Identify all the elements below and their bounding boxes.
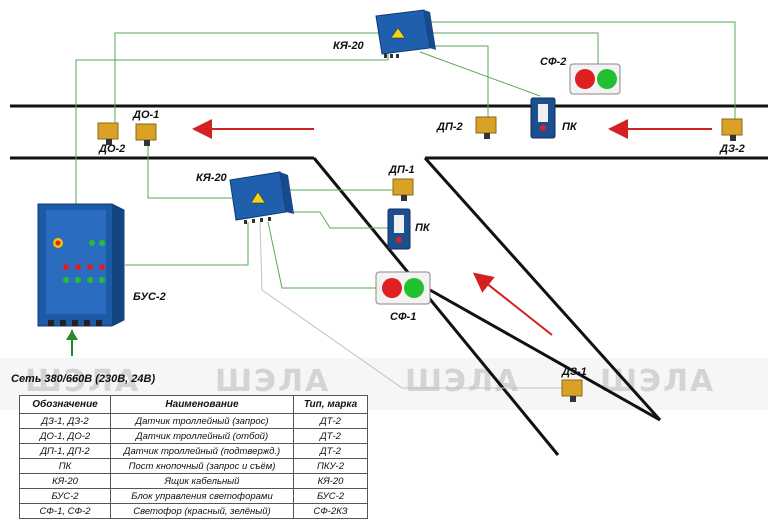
label-bus2: БУС-2 xyxy=(133,291,166,303)
legend-cell: ДЗ-1, ДЗ-2 xyxy=(19,413,111,429)
road-line-diagonal-right xyxy=(423,156,662,422)
traffic-arrow-diagonal xyxy=(472,272,553,336)
traffic-light-sf1-icon xyxy=(375,271,431,305)
control-unit-bus2-icon xyxy=(37,203,125,327)
wire-bus-kya20top xyxy=(75,52,389,205)
legend-cell: СФ-1, СФ-2 xyxy=(19,503,111,519)
legend-cell: Светофор (красный, зелёный) xyxy=(110,503,294,519)
legend-row: ДЗ-1, ДЗ-2 Датчик троллейный (запрос) ДТ… xyxy=(19,413,368,429)
legend-row: БУС-2 Блок управления светофорами БУС-2 xyxy=(19,488,368,504)
road-line-lower xyxy=(429,288,661,422)
label-do1: ДО-1 xyxy=(133,109,160,121)
legend-cell: Датчик троллейный (подтвержд.) xyxy=(110,443,294,459)
label-dz1: ДЗ-1 xyxy=(562,366,587,378)
legend-row: ДП-1, ДП-2 Датчик троллейный (подтвержд.… xyxy=(19,443,368,459)
button-post-pk-mid-icon xyxy=(387,208,411,250)
legend-cell: БУС-2 xyxy=(19,488,111,504)
legend-cell: ДТ-2 xyxy=(293,413,368,429)
wire-kya20mid-dz1 xyxy=(259,221,570,389)
label-do2: ДО-2 xyxy=(99,143,126,155)
wire-kya20mid-pk xyxy=(288,211,388,229)
sensor-dp1-icon xyxy=(392,178,414,201)
legend-row: ПК Пост кнопочный (запрос и съём) ПКУ-2 xyxy=(19,458,368,474)
legend-cell: КЯ-20 xyxy=(293,473,368,489)
wire-kya20top-pk xyxy=(419,51,541,97)
legend-table: Обозначение Наименование Тип, марка ДЗ-1… xyxy=(19,395,368,519)
legend-cell: ДО-1, ДО-2 xyxy=(19,428,111,444)
legend-cell: Ящик кабельный xyxy=(110,473,294,489)
label-pk-mid: ПК xyxy=(415,222,430,234)
legend-row: СФ-1, СФ-2 Светофор (красный, зелёный) С… xyxy=(19,503,368,519)
legend-header-name: Наименование xyxy=(110,395,294,414)
wire-kya20top-dz2 xyxy=(428,21,736,122)
legend-cell: Блок управления светофорами xyxy=(110,488,294,504)
traffic-light-sf2-icon xyxy=(569,63,621,95)
legend-cell: ПК xyxy=(19,458,111,474)
legend-cell: КЯ-20 xyxy=(19,473,111,489)
cable-box-kya20-top-icon xyxy=(375,9,436,58)
watermark-4: ШЭЛА xyxy=(600,364,716,399)
legend-header-designation: Обозначение xyxy=(19,395,111,414)
road-line-diagonal-left xyxy=(312,157,560,456)
legend-cell: ДТ-2 xyxy=(293,428,368,444)
wire-kya20top-dp2 xyxy=(428,45,489,118)
network-arrow-icon xyxy=(66,330,78,340)
label-network: Сеть 380/660В (230В, 24В) xyxy=(11,373,156,385)
sensor-dz2-icon xyxy=(721,118,743,141)
watermark-2: ШЭЛА xyxy=(215,364,331,399)
wire-kya20top-sf2 xyxy=(430,32,599,68)
label-kya20-mid: КЯ-20 xyxy=(196,172,227,184)
label-dp1: ДП-1 xyxy=(389,164,415,176)
wire-do1-kya20mid xyxy=(147,140,232,199)
wire-bus-kya20mid xyxy=(125,222,249,266)
label-dz2: ДЗ-2 xyxy=(720,143,745,155)
watermark-1: ШЭЛА xyxy=(25,364,141,399)
sensor-dz1-icon xyxy=(561,379,583,402)
legend-cell: Пост кнопочный (запрос и съём) xyxy=(110,458,294,474)
legend-cell: ДТ-2 xyxy=(293,443,368,459)
legend-cell: ДП-1, ДП-2 xyxy=(19,443,111,459)
label-sf1: СФ-1 xyxy=(390,311,417,323)
cable-box-kya20-mid-icon xyxy=(229,171,294,224)
legend-cell: Датчик троллейный (отбой) xyxy=(110,428,294,444)
wire-kya20mid-sf1 xyxy=(267,221,378,289)
sensor-do2-icon xyxy=(97,122,119,145)
sensor-do1-icon xyxy=(135,123,157,146)
label-kya20-top: КЯ-20 xyxy=(333,40,364,52)
legend-header-row: Обозначение Наименование Тип, марка xyxy=(19,395,368,414)
label-dp2: ДП-2 xyxy=(437,121,463,133)
legend-header-type: Тип, марка xyxy=(293,395,368,414)
button-post-pk-top-icon xyxy=(530,97,556,139)
legend-cell: Датчик троллейный (запрос) xyxy=(110,413,294,429)
legend-cell: СФ-2КЗ xyxy=(293,503,368,519)
wire-kya20top-do2 xyxy=(114,32,380,130)
legend-cell: ПКУ-2 xyxy=(293,458,368,474)
sensor-dp2-icon xyxy=(475,116,497,139)
legend-cell: БУС-2 xyxy=(293,488,368,504)
label-pk-top: ПК xyxy=(562,121,577,133)
label-sf2: СФ-2 xyxy=(540,56,567,68)
legend-row: КЯ-20 Ящик кабельный КЯ-20 xyxy=(19,473,368,489)
legend-row: ДО-1, ДО-2 Датчик троллейный (отбой) ДТ-… xyxy=(19,428,368,444)
